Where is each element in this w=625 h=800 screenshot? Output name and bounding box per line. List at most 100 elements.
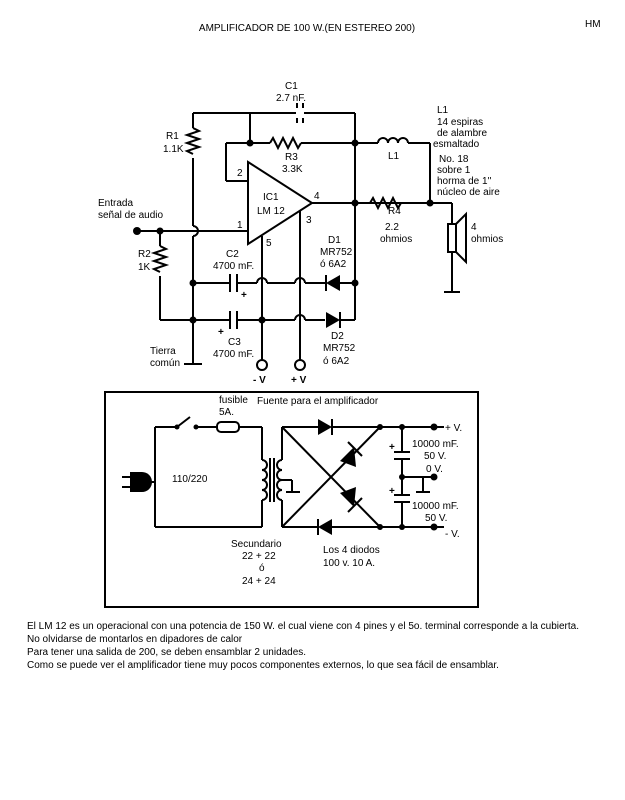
junction-dot <box>399 524 405 530</box>
neg-supply-label: - V <box>253 375 266 386</box>
ground-label-2: común <box>150 358 180 369</box>
c3-plus-mark: + <box>218 327 224 338</box>
c1-value: 2.7 nF. <box>276 93 306 104</box>
junction-dot <box>377 424 383 430</box>
d1-diode-icon <box>326 275 340 291</box>
cap-top-voltage: 50 V. <box>424 451 446 462</box>
secondary-or: ó <box>259 563 265 574</box>
cap-top-plus-mark: + <box>389 442 395 453</box>
author-initials: HM <box>585 19 601 30</box>
r4-name: R4 <box>388 206 401 217</box>
wire-crossover <box>256 277 268 284</box>
d1-part: MR752 <box>320 247 353 258</box>
l1-label: L1 <box>388 151 400 162</box>
notes-section: El LM 12 es un operacional con una poten… <box>27 620 597 672</box>
l1-desc-6: horma de 1'' <box>437 176 491 187</box>
l1-desc-7: núcleo de aire <box>437 187 500 198</box>
r2-name: R2 <box>138 249 151 260</box>
d2-diode-icon <box>326 312 340 328</box>
cap-bottom-plus-mark: + <box>389 486 395 497</box>
d1-alt: ó 6A2 <box>320 259 347 270</box>
r1-value: 1.1K <box>163 144 184 155</box>
ground-label-1: Tierra <box>150 346 176 357</box>
wire-diagonal <box>281 426 381 528</box>
speaker-value: 4 <box>471 222 477 233</box>
page-title: AMPLIFICADOR DE 100 W.(EN ESTEREO 200) <box>199 23 415 34</box>
bridge-diode-diag1-icon <box>340 447 356 467</box>
ic1-pin2: 2 <box>237 168 243 179</box>
l1-desc-2: de alambre <box>437 128 487 139</box>
junction-dot <box>189 279 197 287</box>
ic1-pin1: 1 <box>237 220 243 231</box>
c2-plus-mark: + <box>241 290 247 301</box>
r1-name: R1 <box>166 131 179 142</box>
wire-crossover <box>294 277 306 284</box>
l1-desc-5: sobre 1 <box>437 165 471 176</box>
c1-name: C1 <box>285 81 298 92</box>
pos-supply-label: + V <box>291 375 307 386</box>
c2-name: C2 <box>226 249 239 260</box>
note-3: Para tener una salida de 200, se deben e… <box>27 647 307 658</box>
neg-supply-terminal <box>256 359 268 371</box>
l1-name: L1 <box>437 105 449 116</box>
power-supply-box <box>104 391 479 608</box>
c2-value: 4700 mF. <box>213 261 254 272</box>
l1-desc-4: No. 18 <box>439 154 469 165</box>
junction-dot <box>399 474 405 480</box>
ic1-pin4: 4 <box>314 191 320 202</box>
amplifier-circuit: + + <box>133 103 467 371</box>
power-supply-title: Fuente para el amplificador <box>257 396 379 407</box>
bridge-diode-top-icon <box>318 419 332 435</box>
zero-output-terminal <box>430 473 438 481</box>
input-label-1: Entrada <box>98 198 133 209</box>
note-2: No olvidarse de montarlos en dipadores d… <box>27 634 243 645</box>
cap-top-value: 10000 mF. <box>412 439 459 450</box>
ic1-opamp <box>247 160 314 246</box>
wire-crossover <box>294 314 306 321</box>
r4-resistor <box>369 195 402 211</box>
junction-dot <box>351 279 359 287</box>
r3-value: 3.3K <box>282 164 303 175</box>
bridge-diode-bottom-icon <box>318 519 332 535</box>
secondary-label: Secundario <box>231 539 282 550</box>
mains-voltage: 110/220 <box>172 474 208 485</box>
secondary-option-1: 22 + 22 <box>242 551 276 562</box>
l1-desc-1: 14 espiras <box>437 117 483 128</box>
secondary-option-2: 24 + 24 <box>242 576 276 587</box>
speaker-unit: ohmios <box>471 234 503 245</box>
power-supply-circuit: + + <box>122 416 444 535</box>
speaker-cone <box>455 211 467 265</box>
d2-part: MR752 <box>323 343 356 354</box>
ic1-pin3: 3 <box>306 215 312 226</box>
diodes-label-1: Los 4 diodos <box>323 545 380 556</box>
diode-bar <box>347 441 363 457</box>
cap-bottom-value: 10000 mF. <box>412 501 459 512</box>
ic1-name: IC1 <box>263 192 279 203</box>
diodes-label-2: 100 v. 10 A. <box>323 558 375 569</box>
r4-value-1: 2.2 <box>385 222 399 233</box>
diode-bar <box>347 497 363 513</box>
r1-resistor <box>183 127 203 155</box>
cap-bottom-voltage: 50 V. <box>425 513 447 524</box>
speaker-icon <box>447 223 457 253</box>
fuse-label: fusible <box>219 395 248 406</box>
d2-name: D2 <box>331 331 344 342</box>
plug-icon <box>130 472 142 492</box>
input-label-2: señal de audio <box>98 210 163 221</box>
note-1: El LM 12 es un operacional con una poten… <box>27 621 580 632</box>
transformer-secondary <box>276 459 283 501</box>
plug-body <box>142 472 152 492</box>
note-4: Como se puede ver el amplificador tiene … <box>27 660 499 671</box>
d2-alt: ó 6A2 <box>323 356 350 367</box>
r3-resistor <box>269 135 302 151</box>
junction-dot <box>377 524 383 530</box>
r2-resistor <box>150 245 170 273</box>
r4-value-2: ohmios <box>380 234 412 245</box>
zero-output-label: 0 V. <box>426 464 443 475</box>
c3-name: C3 <box>228 337 241 348</box>
fuse-value: 5A. <box>219 407 234 418</box>
ic1-pin5: 5 <box>266 238 272 249</box>
pos-output-label: + V. <box>445 423 462 434</box>
